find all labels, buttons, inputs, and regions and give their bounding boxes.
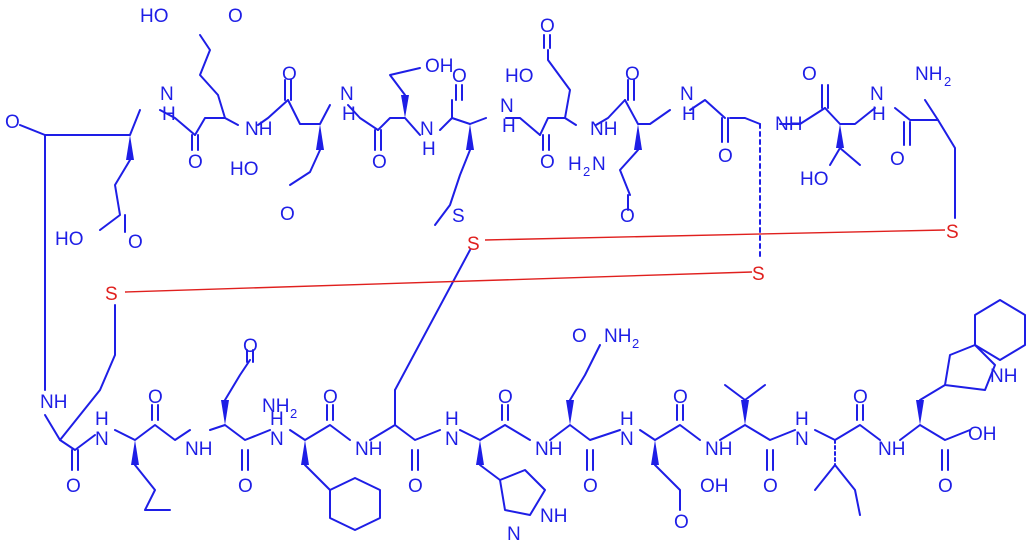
amide-n: N — [420, 119, 434, 140]
carbonyl-o: O — [188, 152, 203, 173]
imidazole-nh: NH — [540, 506, 567, 527]
atom-labels: S S S S S NH 2 N H NH N H NH N H N H N H… — [5, 6, 1017, 545]
amide-nh2: NH — [604, 326, 631, 347]
amide-n: N — [795, 429, 809, 450]
amide-nh: NH — [355, 439, 382, 460]
carbonyl-o: O — [853, 387, 868, 408]
acid-hydroxyl: OH — [968, 424, 997, 445]
acid-hydroxyl: HO — [140, 6, 169, 27]
amide-h2n: H — [568, 154, 582, 175]
carbonyl-o: O — [620, 206, 635, 227]
amide-n: N — [680, 84, 694, 105]
carbonyl-o: O — [572, 326, 587, 347]
amide-n: N — [870, 84, 884, 105]
carbonyl-o: O — [802, 64, 817, 85]
amide-nh: NH — [878, 439, 905, 460]
carbonyl-o: O — [5, 112, 20, 133]
amide-nh: NH — [185, 439, 212, 460]
disulfide-bridges — [124, 229, 946, 293]
carbonyl-o: O — [372, 152, 387, 173]
imidazole-n: N — [507, 524, 521, 545]
hydroxyl: HO — [800, 169, 829, 190]
amide-h: H — [795, 409, 809, 430]
carbonyl-o: O — [282, 64, 297, 85]
amide-nh: NH — [705, 439, 732, 460]
sulfur-atom: S — [752, 264, 765, 285]
amine-n: NH — [915, 64, 942, 85]
carbonyl-o: O — [66, 476, 81, 497]
amide-h: H — [620, 409, 634, 430]
carbonyl-o: O — [540, 16, 555, 37]
carbonyl-o: O — [625, 64, 640, 85]
carbonyl-o: O — [674, 512, 689, 533]
amide-subscript: 2 — [290, 406, 297, 421]
amide-h: H — [342, 104, 356, 125]
sulfur-atom: S — [467, 234, 480, 255]
amide-subscript: 2 — [583, 164, 590, 179]
amide-nh: NH — [775, 114, 802, 135]
amide-h: H — [162, 104, 176, 125]
carbonyl-o: O — [243, 336, 258, 357]
carbonyl-o: O — [408, 476, 423, 497]
amide-h: H — [872, 104, 886, 125]
sulfur-atom: S — [105, 284, 118, 305]
acid-hydroxyl: HO — [505, 66, 534, 87]
acid-hydroxyl: HO — [55, 229, 84, 250]
amide-n: N — [340, 84, 354, 105]
amide-h: H — [502, 116, 516, 137]
carbonyl-o: O — [498, 387, 513, 408]
carbonyl-o: O — [148, 387, 163, 408]
amide-n: N — [445, 429, 459, 450]
carbonyl-o: O — [452, 66, 467, 87]
amide-h: H — [422, 139, 436, 160]
amide-h2n-n: N — [592, 154, 606, 175]
carbonyl-o: O — [540, 152, 555, 173]
carbonyl-o: O — [718, 146, 733, 167]
carbonyl-o: O — [323, 387, 338, 408]
amide-n: N — [620, 429, 634, 450]
carbonyl-o: O — [228, 6, 243, 27]
amide-n: N — [500, 96, 514, 117]
sulfur-atom: S — [946, 222, 959, 243]
amide-nh2: NH — [262, 396, 289, 417]
methionine-sulfur: S — [452, 206, 465, 227]
amide-nh: NH — [40, 392, 67, 413]
amide-h: H — [682, 104, 696, 125]
carbonyl-o: O — [673, 387, 688, 408]
hydroxyl: OH — [425, 56, 454, 77]
amide-n: N — [95, 429, 109, 450]
amide-subscript: 2 — [632, 336, 639, 351]
carbonyl-o: O — [763, 476, 778, 497]
carbonyl-o: O — [128, 232, 143, 253]
acid-hydroxyl: HO — [230, 159, 259, 180]
amide-nh: NH — [535, 439, 562, 460]
amide-h: H — [445, 409, 459, 430]
amide-n: N — [270, 429, 284, 450]
carbonyl-o: O — [583, 476, 598, 497]
amide-nh: NH — [245, 119, 272, 140]
acid-hydroxyl: OH — [700, 476, 729, 497]
amide-n: N — [160, 84, 174, 105]
carbonyl-o: O — [280, 204, 295, 225]
bottom-backbone — [44, 249, 1026, 531]
amine-subscript: 2 — [944, 74, 951, 89]
top-backbone — [19, 34, 956, 391]
carbonyl-o: O — [938, 476, 953, 497]
amide-nh: NH — [590, 119, 617, 140]
carbonyl-o: O — [890, 149, 905, 170]
amide-h: H — [270, 409, 284, 430]
indole-nh: NH — [990, 366, 1017, 387]
carbonyl-o: O — [238, 476, 253, 497]
amide-h: H — [95, 409, 109, 430]
